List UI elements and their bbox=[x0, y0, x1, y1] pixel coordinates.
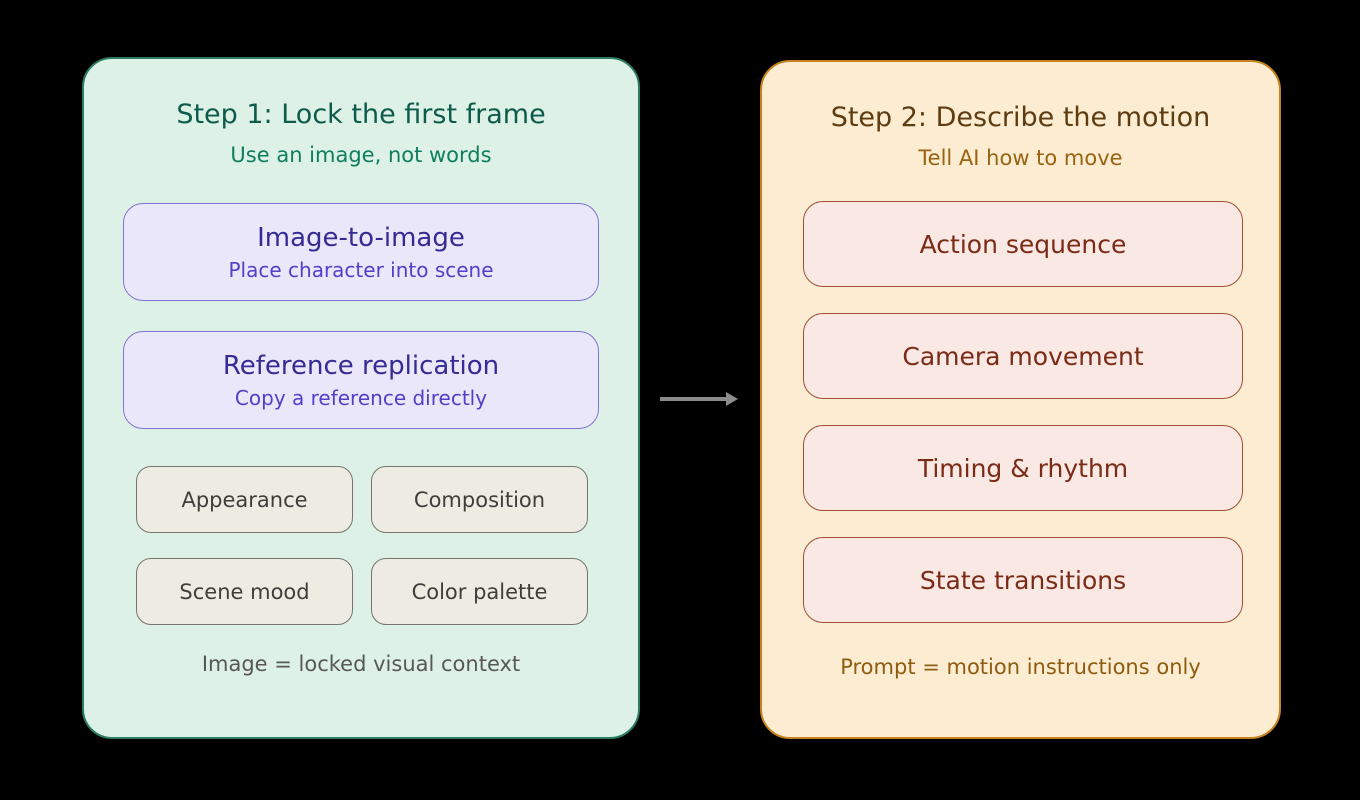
step2-title: Step 2: Describe the motion bbox=[830, 102, 1211, 133]
motion-box-state-transitions: State transitions bbox=[803, 537, 1243, 623]
method-box-image-to-image: Image-to-image Place character into scen… bbox=[123, 203, 599, 301]
step2-caption: Prompt = motion instructions only bbox=[840, 655, 1201, 679]
attribute-box-appearance: Appearance bbox=[136, 466, 353, 533]
method-title: Reference replication bbox=[222, 350, 500, 381]
attribute-box-color-palette: Color palette bbox=[371, 558, 588, 625]
step2-panel: Step 2: Describe the motion Tell AI how … bbox=[760, 60, 1281, 739]
attribute-box-composition: Composition bbox=[371, 466, 588, 533]
motion-box-action-sequence: Action sequence bbox=[803, 201, 1243, 287]
attribute-box-scene-mood: Scene mood bbox=[136, 558, 353, 625]
method-title: Image-to-image bbox=[257, 222, 465, 253]
motion-box-timing-rhythm: Timing & rhythm bbox=[803, 425, 1243, 511]
arrowhead-icon bbox=[726, 392, 738, 406]
method-subtitle: Place character into scene bbox=[228, 257, 494, 282]
step1-caption: Image = locked visual context bbox=[201, 652, 521, 676]
method-box-reference-replication: Reference replication Copy a reference d… bbox=[123, 331, 599, 429]
attribute-grid: Appearance Composition Scene mood Color … bbox=[136, 466, 588, 625]
connector-arrow bbox=[660, 392, 738, 406]
motion-box-camera-movement: Camera movement bbox=[803, 313, 1243, 399]
step1-title: Step 1: Lock the first frame bbox=[176, 99, 546, 130]
step1-subtitle: Use an image, not words bbox=[230, 143, 492, 167]
step2-subtitle: Tell AI how to move bbox=[918, 146, 1123, 170]
step1-panel: Step 1: Lock the first frame Use an imag… bbox=[82, 57, 640, 739]
method-subtitle: Copy a reference directly bbox=[234, 385, 488, 410]
